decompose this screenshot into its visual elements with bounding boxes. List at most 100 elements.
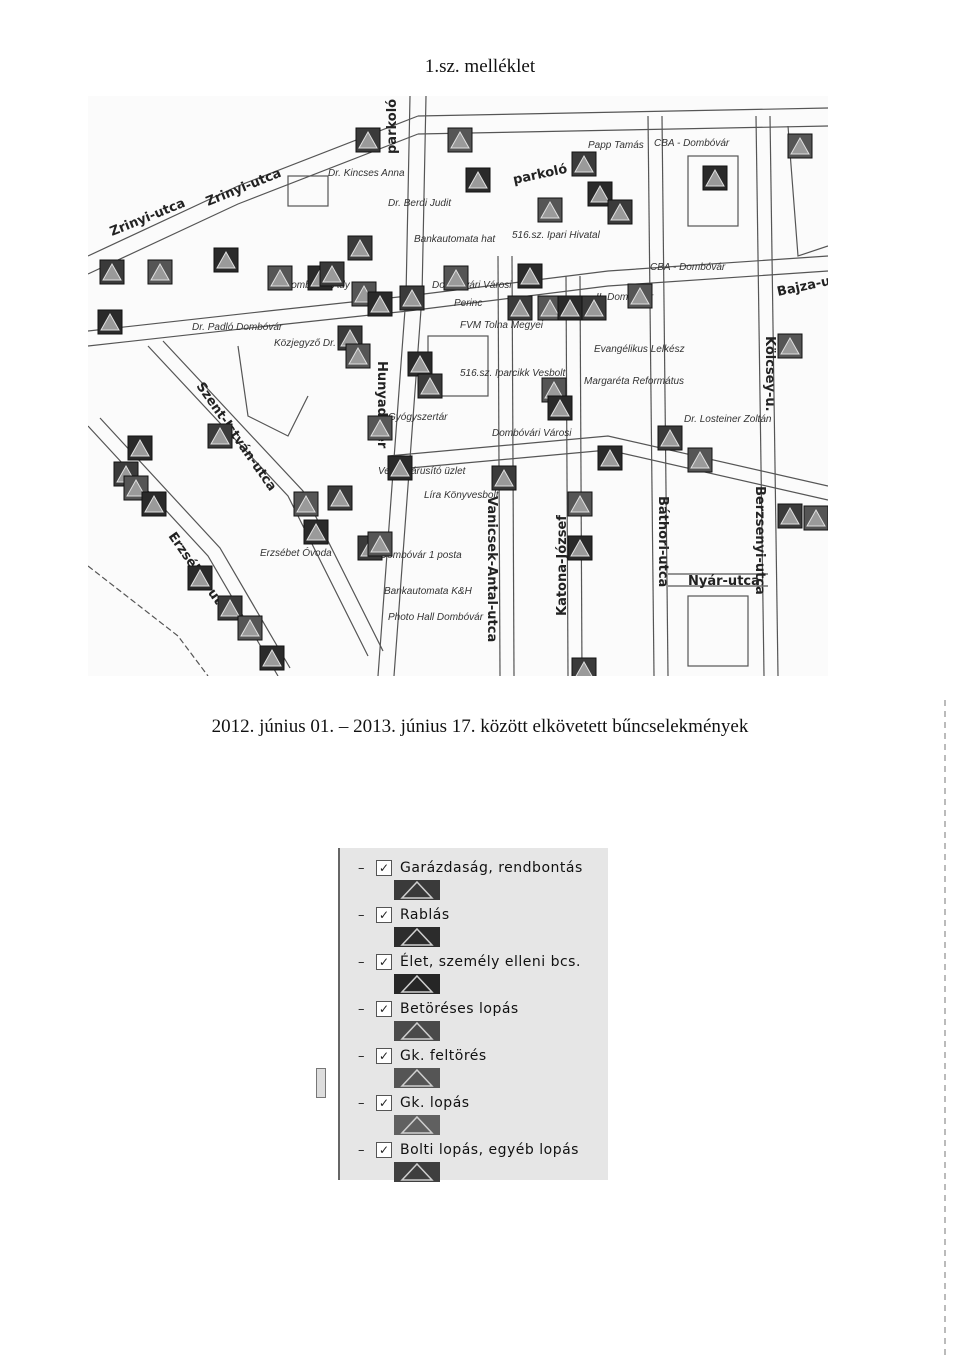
incident-marker[interactable] <box>213 247 239 273</box>
legend-label-szemely: Élet, személy elleni bcs. <box>400 954 581 970</box>
incident-marker[interactable] <box>319 261 345 287</box>
incident-marker[interactable] <box>237 615 263 641</box>
warning-triangle-icon <box>190 568 210 587</box>
crime-icon-betores <box>394 1021 440 1041</box>
incident-marker[interactable] <box>587 181 613 207</box>
street-label-parkolo-1: parkoló <box>385 99 400 154</box>
incident-marker[interactable] <box>465 167 491 193</box>
incident-marker[interactable] <box>327 485 353 511</box>
place-labels: Papp Tamás CBA - Dombóvár Dr. Kincses An… <box>192 138 772 623</box>
warning-triangle-icon <box>262 648 282 667</box>
incident-marker[interactable] <box>803 505 828 531</box>
incident-marker[interactable] <box>127 435 153 461</box>
collapse-dash[interactable]: – <box>358 1001 365 1017</box>
incident-marker[interactable] <box>347 235 373 261</box>
incident-marker[interactable] <box>99 259 125 285</box>
warning-triangle-icon <box>780 506 800 525</box>
street-label-katona: Katona-József <box>555 515 570 616</box>
incident-marker[interactable] <box>355 127 381 153</box>
collapse-dash[interactable]: – <box>358 1142 365 1158</box>
legend-checkbox-betores[interactable]: ✓ <box>376 1001 392 1017</box>
warning-triangle-icon <box>102 262 122 281</box>
legend-checkbox-szemely[interactable]: ✓ <box>376 954 392 970</box>
incident-marker[interactable] <box>607 199 633 225</box>
place-label-bankautomata-2: Bankautomata K&H <box>384 586 473 597</box>
street-mid-a <box>387 435 828 487</box>
warning-triangle-icon <box>400 1021 434 1040</box>
incident-marker[interactable] <box>443 265 469 291</box>
incident-marker[interactable] <box>547 395 573 421</box>
incident-marker[interactable] <box>207 423 233 449</box>
incident-marker[interactable] <box>407 351 433 377</box>
incident-marker[interactable] <box>367 415 393 441</box>
incident-marker[interactable] <box>777 503 803 529</box>
incident-marker[interactable] <box>123 475 149 501</box>
place-label-papp: Papp Tamás <box>588 140 644 151</box>
incident-marker[interactable] <box>147 259 173 285</box>
incident-marker[interactable] <box>259 645 285 671</box>
legend-item-szemely: – ✓ Élet, személy elleni bcs. <box>340 952 608 999</box>
legend-checkbox-gk-lopas[interactable]: ✓ <box>376 1095 392 1111</box>
legend-item-rablas: – ✓ Rablás <box>340 905 608 952</box>
place-label-dombovari-varosi: Dombóvári Városi <box>432 280 512 291</box>
incident-marker[interactable] <box>657 425 683 451</box>
incident-marker[interactable] <box>367 531 393 557</box>
collapse-dash[interactable]: – <box>358 907 365 923</box>
crime-map[interactable]: Zrinyi-utca Zrinyi-utca parkoló parkoló … <box>88 96 828 676</box>
collapse-dash[interactable]: – <box>358 954 365 970</box>
place-label-kincses: Dr. Kincses Anna <box>328 168 405 179</box>
warning-triangle-icon <box>370 534 390 553</box>
place-label-bankautomata-1: Bankautomata hat <box>414 234 496 245</box>
incident-marker[interactable] <box>447 127 473 153</box>
incident-marker[interactable] <box>702 165 728 191</box>
incident-marker[interactable] <box>507 295 533 321</box>
incident-marker[interactable] <box>687 447 713 473</box>
warning-triangle-icon <box>570 494 590 513</box>
incident-marker[interactable] <box>97 309 123 335</box>
incident-marker[interactable] <box>567 491 593 517</box>
incident-marker[interactable] <box>367 291 393 317</box>
street-label-nyar: Nyár-utca <box>688 574 760 589</box>
warning-triangle-icon <box>100 312 120 331</box>
incident-marker[interactable] <box>303 519 329 545</box>
incident-marker[interactable] <box>537 197 563 223</box>
incident-marker[interactable] <box>581 295 607 321</box>
scan-artifact <box>316 1068 326 1098</box>
collapse-dash[interactable]: – <box>358 860 365 876</box>
incident-marker[interactable] <box>293 491 319 517</box>
legend-checkbox-bolti[interactable]: ✓ <box>376 1142 392 1158</box>
incident-marker[interactable] <box>491 465 517 491</box>
place-label-gyogyszertar: Gyógyszertár <box>388 412 448 423</box>
incident-marker[interactable] <box>345 343 371 369</box>
legend-row: – ✓ Rablás <box>358 905 450 925</box>
incident-marker[interactable] <box>417 373 443 399</box>
incident-marker[interactable] <box>597 445 623 471</box>
incident-marker[interactable] <box>267 265 293 291</box>
incident-marker[interactable] <box>627 283 653 309</box>
crime-icon-feltores <box>394 1068 440 1088</box>
incident-marker[interactable] <box>557 295 583 321</box>
legend-checkbox-rablas[interactable]: ✓ <box>376 907 392 923</box>
incident-marker[interactable] <box>571 151 597 177</box>
collapse-dash[interactable]: – <box>358 1048 365 1064</box>
incident-marker[interactable] <box>567 535 593 561</box>
incident-marker[interactable] <box>387 455 413 481</box>
place-label-kozjegyzo: Közjegyző Dr. <box>274 338 336 349</box>
collapse-dash[interactable]: – <box>358 1095 365 1111</box>
warning-triangle-icon <box>400 1115 434 1134</box>
incident-marker[interactable] <box>787 133 813 159</box>
place-label-cba-1: CBA - Dombóvár <box>654 138 730 149</box>
incident-marker[interactable] <box>517 263 543 289</box>
crime-icon-bolti <box>394 1162 440 1182</box>
legend-checkbox-feltores[interactable]: ✓ <box>376 1048 392 1064</box>
warning-triangle-icon <box>610 202 630 221</box>
incident-marker[interactable] <box>571 657 597 676</box>
incident-marker[interactable] <box>217 595 243 621</box>
incident-markers <box>97 127 828 676</box>
street-top-a <box>417 107 828 117</box>
legend-checkbox-garazdasag[interactable]: ✓ <box>376 860 392 876</box>
incident-marker[interactable] <box>141 491 167 517</box>
incident-marker[interactable] <box>187 565 213 591</box>
incident-marker[interactable] <box>399 285 425 311</box>
incident-marker[interactable] <box>777 333 803 359</box>
